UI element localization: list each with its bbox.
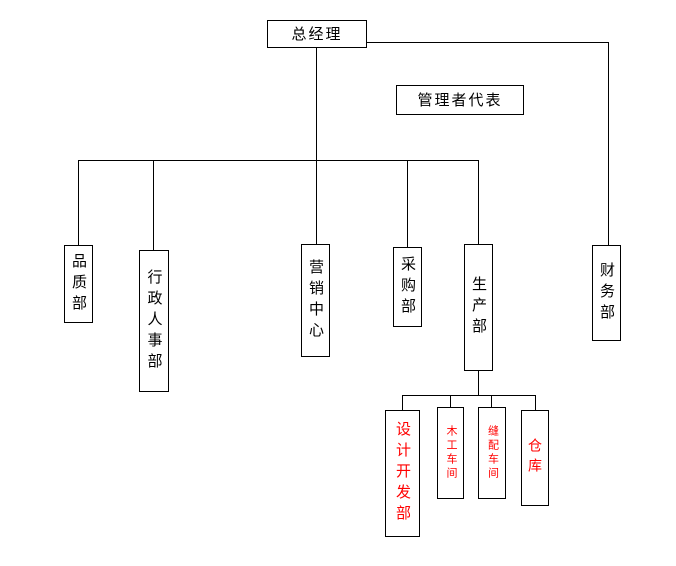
connector-drop-warehouse bbox=[535, 395, 536, 410]
connector-drop-admin-hr bbox=[153, 160, 154, 250]
node-finance-dept: 财务部 bbox=[592, 245, 621, 341]
node-quality-dept: 品质部 bbox=[64, 245, 93, 323]
node-warehouse: 仓库 bbox=[521, 410, 549, 506]
node-admin-hr-dept: 行政人事部 bbox=[139, 250, 169, 392]
connector-production-down bbox=[478, 371, 479, 395]
connector-drop-woodwork bbox=[450, 395, 451, 407]
connector-level2-horizontal bbox=[78, 160, 479, 161]
connector-drop-purchasing bbox=[407, 160, 408, 247]
connector-drop-production bbox=[478, 160, 479, 244]
node-management-representative: 管理者代表 bbox=[396, 85, 524, 115]
node-production-dept: 生产部 bbox=[464, 244, 493, 371]
node-design-dev-dept: 设计开发部 bbox=[385, 410, 420, 537]
connector-drop-design bbox=[402, 395, 403, 410]
node-general-manager: 总经理 bbox=[267, 20, 367, 48]
connector-gm-to-finance-horizontal bbox=[367, 42, 609, 43]
node-woodwork-workshop: 木工车间 bbox=[437, 407, 464, 499]
node-sewing-assembly-workshop: 缝配车间 bbox=[478, 407, 506, 499]
node-purchasing-dept: 采购部 bbox=[393, 247, 422, 327]
connector-gm-to-marketing bbox=[316, 48, 317, 244]
node-marketing-center: 营销中心 bbox=[301, 244, 330, 357]
connector-level3-horizontal bbox=[402, 395, 536, 396]
connector-drop-quality bbox=[78, 160, 79, 245]
connector-drop-sewing bbox=[491, 395, 492, 407]
connector-drop-finance bbox=[608, 42, 609, 245]
